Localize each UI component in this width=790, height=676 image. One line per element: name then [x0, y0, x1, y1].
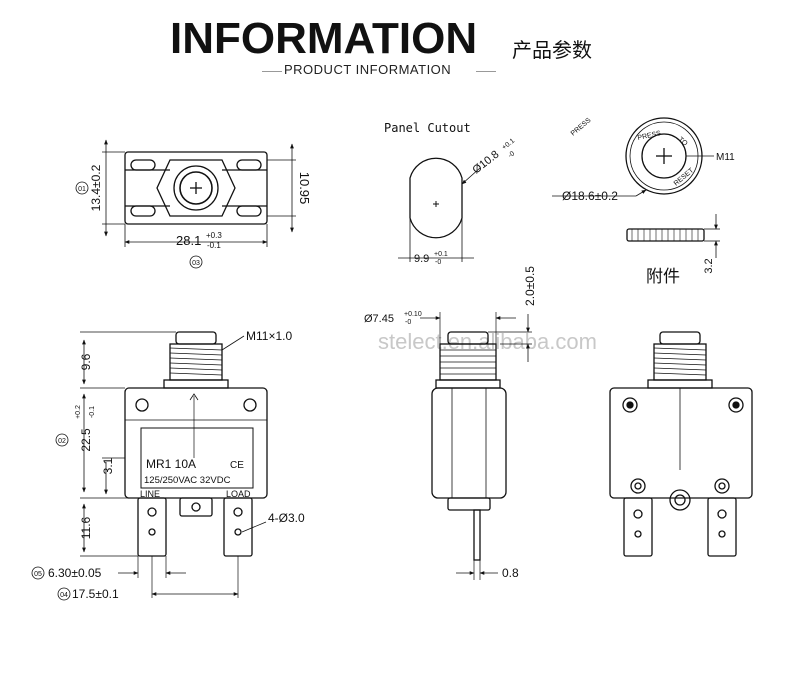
dim-front-small: 3.1 — [101, 457, 115, 474]
dim-front-button: 9.6 — [79, 353, 93, 370]
back-body — [609, 387, 753, 499]
dim-cutout-flat: 9.9 — [414, 253, 429, 265]
front-rating-label: 125/250VAC 32VDC — [144, 475, 231, 486]
accessory-boot-side — [626, 214, 720, 258]
dim-front-terminal: 11.6 — [79, 516, 93, 539]
front-terminal-line — [137, 497, 167, 557]
top-view — [102, 139, 296, 247]
dim-cutout-flat-tol-up: +0.1 — [434, 251, 448, 258]
marker-d5: 05 — [34, 571, 42, 578]
top-view-body — [124, 151, 268, 225]
dim-cutout-dia-tol-dn: -0 — [507, 150, 516, 159]
header-subtitle: PRODUCT INFORMATION — [284, 62, 452, 77]
dim-accessory-dia: Ø18.6±0.2 — [562, 189, 618, 203]
dim-cutout-flat-tol-dn: -0 — [435, 259, 441, 266]
dim-front-body-tol-dn: -0.1 — [89, 406, 96, 418]
dim-accessory-thickness: 3.2 — [703, 258, 715, 273]
dim-side-cap: 2.0±0.5 — [523, 266, 537, 306]
marker-d1-circle — [75, 181, 89, 195]
marker-d5-circle — [31, 566, 45, 580]
front-line-label: LINE — [140, 489, 160, 499]
dim-front-pitch: 17.5±0.1 — [72, 587, 119, 601]
dim-side-thread: Ø7.45 — [364, 313, 394, 325]
side-view — [420, 312, 532, 580]
panel-cutout-shape — [398, 157, 481, 262]
dim-front-body-tol-up: +0.2 — [75, 405, 82, 419]
front-hole-label: 4-Ø3.0 — [268, 511, 305, 525]
marker-d4: 04 — [60, 592, 68, 599]
side-terminal — [473, 509, 481, 561]
dim-cutout-dia-tol-up: +0.1 — [501, 137, 516, 151]
panel-cutout-title: Panel Cutout — [384, 121, 471, 135]
front-ce-mark: CE — [230, 460, 244, 471]
dim-top-width-tol-up: +0.3 — [206, 231, 222, 240]
back-view — [609, 331, 753, 557]
dim-front-body: 22.5 — [79, 428, 93, 452]
marker-d3-circle — [189, 255, 203, 269]
dim-side-thread-tol-up: +0.10 — [404, 311, 422, 318]
dim-front-term-width: 6.30±0.05 — [48, 566, 102, 580]
marker-d1: 01 — [78, 186, 86, 193]
dim-top-width-tol-dn: -0.1 — [207, 241, 221, 250]
accessory-press-inner: PRESS — [637, 130, 662, 142]
header-title: INFORMATION — [170, 14, 478, 63]
accessory-reset-label: RESET — [673, 167, 696, 188]
marker-d4-circle — [57, 587, 71, 601]
front-terminal-load — [223, 497, 253, 557]
accessory-press-outer: PRESS — [570, 117, 593, 138]
back-terminal-left — [623, 497, 653, 557]
marker-d2-circle — [55, 433, 69, 447]
dim-top-height2: 10.95 — [297, 172, 312, 205]
header-divider-left — [262, 71, 282, 72]
hex-nut-outline — [156, 159, 236, 217]
dim-side-thread-tol-dn: -0 — [405, 319, 411, 326]
marker-d3: 03 — [192, 260, 200, 267]
back-terminal-right — [707, 497, 737, 557]
front-model-label: MR1 10A — [146, 457, 196, 471]
accessory-boot-top — [552, 117, 714, 197]
header-title-cn: 产品参数 — [512, 38, 592, 62]
side-body — [431, 387, 507, 499]
dim-side-terminal-thk: 0.8 — [502, 566, 519, 580]
front-thread-label: M11×1.0 — [246, 329, 292, 343]
front-view — [80, 331, 268, 598]
front-load-label: LOAD — [226, 489, 251, 499]
accessory-to-label: TO — [677, 136, 689, 148]
marker-d2: 02 — [58, 438, 66, 445]
front-button-cap — [175, 331, 217, 345]
accessory-caption: 附件 — [646, 267, 680, 286]
dim-cutout-dia: Ø10.8 — [470, 148, 501, 176]
dim-top-width: 28.1 — [176, 233, 201, 248]
accessory-thread-label: M11 — [716, 152, 735, 163]
dim-top-height: 13.4±0.2 — [89, 164, 103, 211]
header-divider-right — [476, 71, 496, 72]
